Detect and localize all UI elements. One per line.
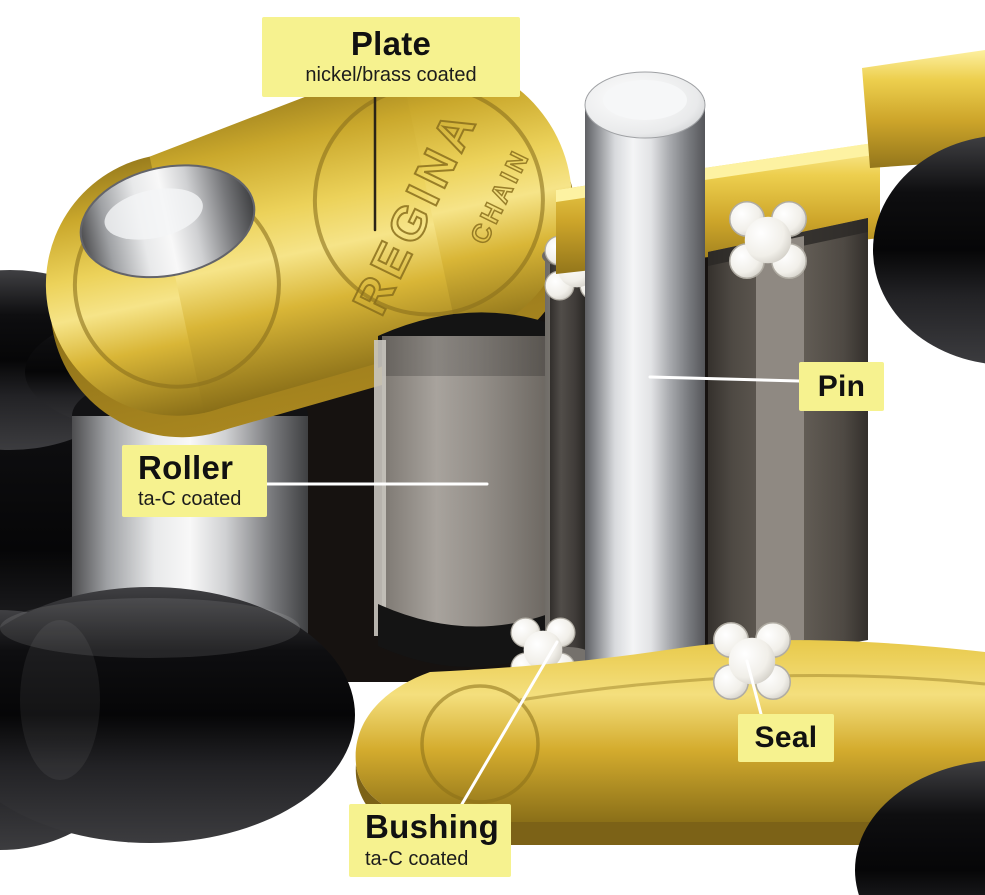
- label-roller-title: Roller: [138, 448, 234, 486]
- label-pin-title: Pin: [817, 369, 866, 403]
- label-plate-subtitle: nickel/brass coated: [305, 64, 477, 87]
- pin-cylinder: [584, 71, 706, 724]
- bushing-leader-line: [460, 640, 559, 806]
- leader-lines: [265, 95, 801, 806]
- label-bushing-title: Bushing: [365, 808, 500, 846]
- label-bushing-subtitle: ta-C coated: [365, 847, 469, 870]
- label-roller-subtitle: ta-C coated: [138, 488, 242, 511]
- label-seal-title: Seal: [754, 721, 818, 755]
- pin-head-rivet: [79, 164, 256, 279]
- gold-plate-top-left: [45, 57, 577, 438]
- cut-roller: [374, 312, 568, 668]
- label-bushing: Bushing ta-C coated: [349, 804, 511, 877]
- label-roller: Roller ta-C coated: [122, 445, 267, 517]
- label-pin: Pin: [799, 362, 884, 411]
- pin-leader-line: [648, 375, 801, 383]
- bottom-left-roller: [0, 587, 355, 843]
- bottom-right-roller: [855, 761, 985, 895]
- far-right-link: [862, 50, 985, 364]
- plate-face: [45, 57, 572, 416]
- seal-leader-line: [745, 659, 763, 716]
- label-plate: Plate nickel/brass coated: [262, 17, 520, 97]
- label-plate-title: Plate: [350, 24, 432, 62]
- gold-plate-bottom: [355, 640, 985, 846]
- label-seal: Seal: [738, 714, 834, 762]
- inner-plate-right: [708, 218, 868, 668]
